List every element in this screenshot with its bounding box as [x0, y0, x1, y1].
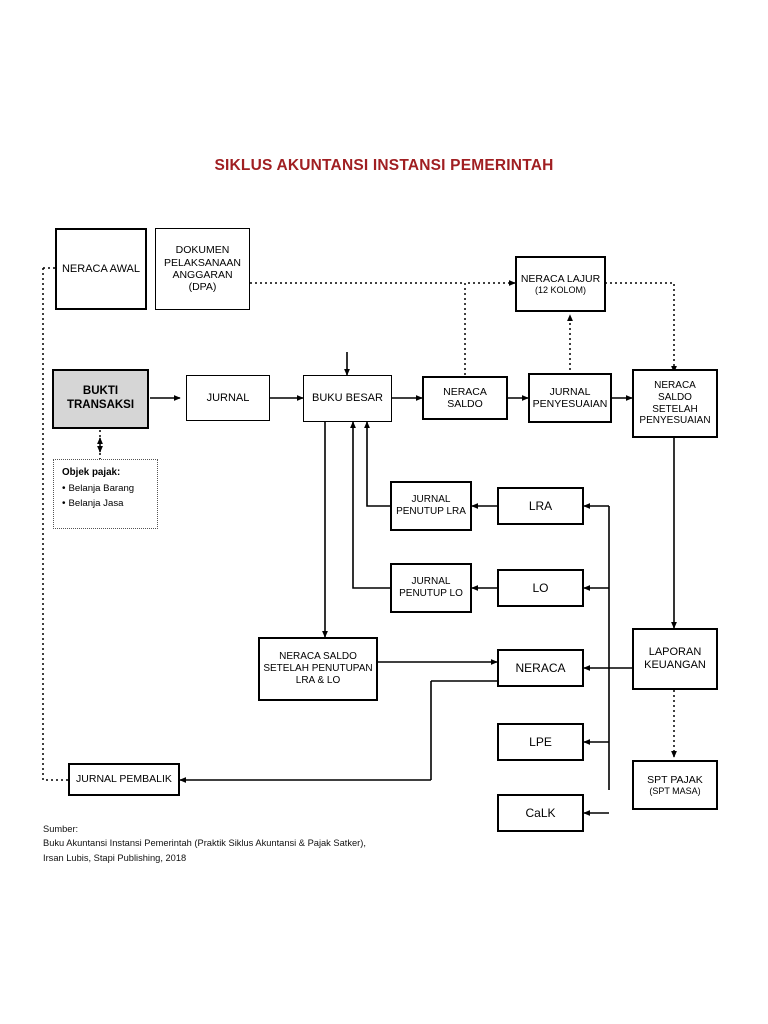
node-jurnal-pembalik-label: JURNAL PEMBALIK: [76, 773, 172, 786]
node-neraca-label: NERACA: [515, 660, 566, 675]
node-spt-pajak[interactable]: SPT PAJAK (SPT MASA): [632, 760, 718, 810]
node-calk[interactable]: CaLK: [497, 794, 584, 832]
node-buku-besar[interactable]: BUKU BESAR: [303, 375, 392, 422]
node-lo-label: LO: [532, 580, 549, 595]
source-line-3: Irsan Lubis, Stapi Publishing, 2018: [43, 852, 187, 863]
node-dpa[interactable]: DOKUMEN PELAKSANAAN ANGGARAN (DPA): [155, 228, 250, 310]
note-item: Belanja Jasa: [62, 497, 150, 512]
node-jurnal-pembalik[interactable]: JURNAL PEMBALIK: [68, 763, 180, 796]
node-spt-pajak-sublabel: (SPT MASA): [649, 785, 701, 796]
node-spt-pajak-label: SPT PAJAK: [647, 773, 703, 786]
node-jurnal-penyesuaian[interactable]: JURNAL PENYESUAIAN: [528, 373, 612, 423]
node-bukti-transaksi-label: BUKTI TRANSAKSI: [66, 385, 135, 411]
node-lra-label: LRA: [528, 498, 553, 513]
node-bukti-transaksi[interactable]: BUKTI TRANSAKSI: [52, 369, 149, 429]
node-neraca-saldo-label: NERACA SALDO: [443, 385, 487, 410]
node-jurnal-penutup-lra-label: JURNAL PENUTUP LRA: [396, 494, 466, 517]
node-jurnal-penutup-lra[interactable]: JURNAL PENUTUP LRA: [390, 481, 472, 531]
source-line-2: Buku Akuntansi Instansi Pemerintah (Prak…: [43, 838, 366, 849]
node-jurnal-penutup-lo[interactable]: JURNAL PENUTUP LO: [390, 563, 472, 613]
node-lo[interactable]: LO: [497, 569, 584, 607]
node-neraca[interactable]: NERACA: [497, 649, 584, 687]
page-title: SIKLUS AKUNTANSI INSTANSI PEMERINTAH: [214, 157, 554, 174]
node-neraca-saldo[interactable]: NERACA SALDO: [422, 376, 508, 420]
node-lpe-label: LPE: [529, 734, 552, 749]
note-heading: Objek pajak:: [62, 467, 121, 478]
node-calk-label: CaLK: [525, 805, 556, 820]
note-list: Belanja Barang Belanja Jasa: [62, 482, 150, 511]
node-neraca-saldo-setelah-penyesuaian[interactable]: NERACA SALDO SETELAH PENYESUAIAN: [632, 369, 718, 438]
node-jurnal-penutup-lo-label: JURNAL PENUTUP LO: [399, 576, 463, 599]
node-dpa-label: DOKUMEN PELAKSANAAN ANGGARAN (DPA): [163, 244, 242, 294]
node-jurnal-label: JURNAL: [206, 391, 250, 404]
node-neraca-saldo-setelah-penyesuaian-label: NERACA SALDO SETELAH PENYESUAIAN: [639, 379, 711, 427]
source-citation: Sumber: Buku Akuntansi Instansi Pemerint…: [43, 822, 463, 865]
node-lra[interactable]: LRA: [497, 487, 584, 525]
node-jurnal[interactable]: JURNAL: [186, 375, 270, 421]
node-neraca-awal-label: NERACA AWAL: [61, 262, 141, 275]
node-neraca-lajur[interactable]: NERACA LAJUR (12 KOLOM): [515, 256, 606, 312]
source-line-1: Sumber:: [43, 824, 79, 834]
node-buku-besar-label: BUKU BESAR: [312, 392, 383, 405]
node-neraca-awal[interactable]: NERACA AWAL: [55, 228, 147, 310]
note-objek-pajak: Objek pajak: Belanja Barang Belanja Jasa: [53, 459, 158, 529]
node-neraca-lajur-sublabel: (12 KOLOM): [534, 284, 586, 295]
node-lpe[interactable]: LPE: [497, 723, 584, 761]
node-laporan-keuangan[interactable]: LAPORAN KEUANGAN: [632, 628, 718, 690]
node-laporan-keuangan-label: LAPORAN KEUANGAN: [644, 646, 706, 671]
node-neraca-lajur-label: NERACA LAJUR: [520, 272, 601, 285]
note-item: Belanja Barang: [62, 482, 150, 497]
node-jurnal-penyesuaian-label: JURNAL PENYESUAIAN: [532, 385, 608, 410]
node-neraca-saldo-setelah-penutupan-label: NERACA SALDO SETELAH PENUTUPAN LRA & LO: [263, 651, 373, 686]
node-neraca-saldo-setelah-penutupan[interactable]: NERACA SALDO SETELAH PENUTUPAN LRA & LO: [258, 637, 378, 701]
